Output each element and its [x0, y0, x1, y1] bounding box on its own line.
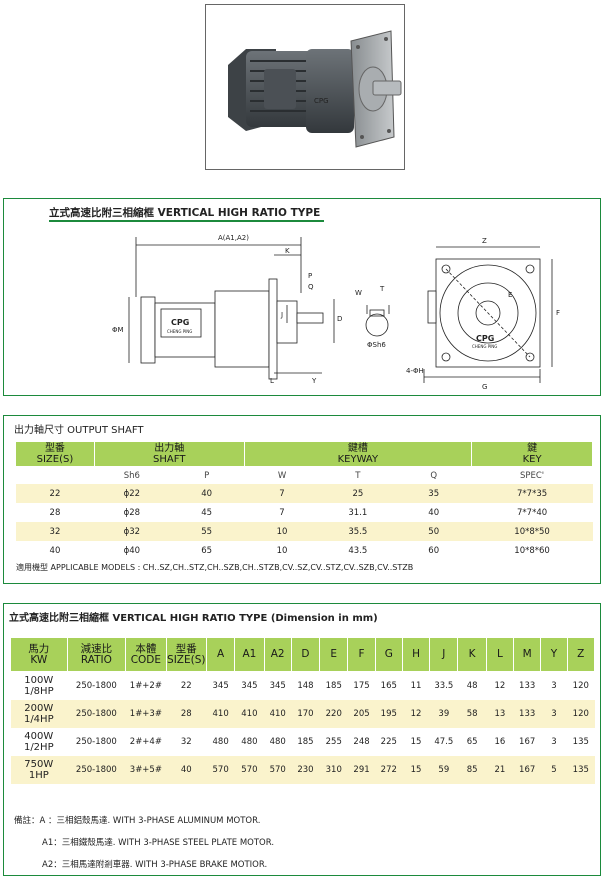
col-d: D — [290, 637, 321, 672]
subheader-p: P — [169, 466, 245, 484]
col-z: Z — [566, 637, 596, 672]
note-a1: A1：三相鐵殼馬達. WITH 3-PHASE STEEL PLATE MOTO… — [42, 838, 275, 848]
drawing-logo-side-sub: CHENG PING — [167, 329, 192, 334]
col-l: L — [485, 637, 515, 672]
note-a2: A2：三相馬達附剎車器. WITH 3-PHASE BRAKE MOTIOR. — [42, 860, 268, 870]
subheader-w: W — [244, 466, 320, 484]
drawing-logo-side: CPG — [171, 318, 189, 327]
dims-title: 立式高速比附三相縮框 VERTICAL HIGH RATIO TYPE (Dim… — [9, 613, 378, 624]
col-g: G — [374, 637, 403, 672]
drawing-panel: 立式高速比附三相縮框 VERTICAL HIGH RATIO TYPE — [3, 198, 601, 396]
drawing-logo-front-sub: CHENG PING — [472, 344, 497, 349]
dimension-drawing: A(A1,A2) K P Q ΦM J D L Y W T ΦSh6 Z E F… — [112, 234, 560, 391]
label-p: P — [308, 272, 312, 280]
subheader-t: T — [319, 466, 396, 484]
col-a2: A2 — [263, 637, 292, 672]
col-m: M — [513, 637, 542, 672]
gear-motor-image: CPG — [228, 30, 402, 148]
col-h: H — [401, 637, 431, 672]
col-y: Y — [540, 637, 568, 672]
subheader-sh6: Sh6 — [94, 466, 170, 484]
label-sh6: ΦSh6 — [367, 341, 386, 349]
title-underline — [49, 220, 324, 222]
product-photo: CPG — [205, 4, 405, 170]
note-a: 備註：A ：三相鋁殼馬達. WITH 3-PHASE ALUMINUM MOTO… — [14, 816, 261, 826]
dimension-panel: 立式高速比附三相縮框 VERTICAL HIGH RATIO TYPE (Dim… — [3, 603, 601, 876]
label-h: 4-ΦH — [406, 367, 424, 375]
applicable-models: 適用機型 APPLICABLE MODELS : CH..SZ,CH..STZ,… — [16, 563, 414, 572]
label-z: Z — [482, 237, 487, 245]
label-j: J — [280, 311, 283, 319]
drawing-title: 立式高速比附三相縮框 VERTICAL HIGH RATIO TYPE — [49, 207, 321, 219]
label-k: K — [285, 247, 290, 255]
label-y: Y — [311, 377, 317, 385]
label-e: E — [508, 291, 512, 299]
label-l: L — [270, 377, 274, 385]
label-g: G — [482, 383, 487, 391]
label-w: W — [355, 289, 362, 297]
label-f: F — [556, 309, 560, 317]
label-a: A(A1,A2) — [218, 234, 249, 242]
drawing-logo-front: CPG — [476, 334, 494, 343]
label-d: D — [337, 315, 342, 323]
subheader-blank — [15, 466, 95, 484]
label-q: Q — [308, 283, 314, 291]
label-m: ΦM — [112, 326, 124, 334]
col-j: J — [429, 637, 459, 672]
col-f: F — [347, 637, 376, 672]
shaft-title: 出力軸尺寸 OUTPUT SHAFT — [14, 425, 144, 436]
col-a1: A1 — [234, 637, 265, 672]
col-e: E — [319, 637, 349, 672]
subheader-spec: SPEC' — [471, 466, 593, 484]
photo-brand: CPG — [314, 97, 329, 105]
col-a: A — [205, 637, 236, 672]
subheader-q: Q — [395, 466, 472, 484]
col-k: K — [457, 637, 487, 672]
label-t: T — [379, 285, 385, 293]
